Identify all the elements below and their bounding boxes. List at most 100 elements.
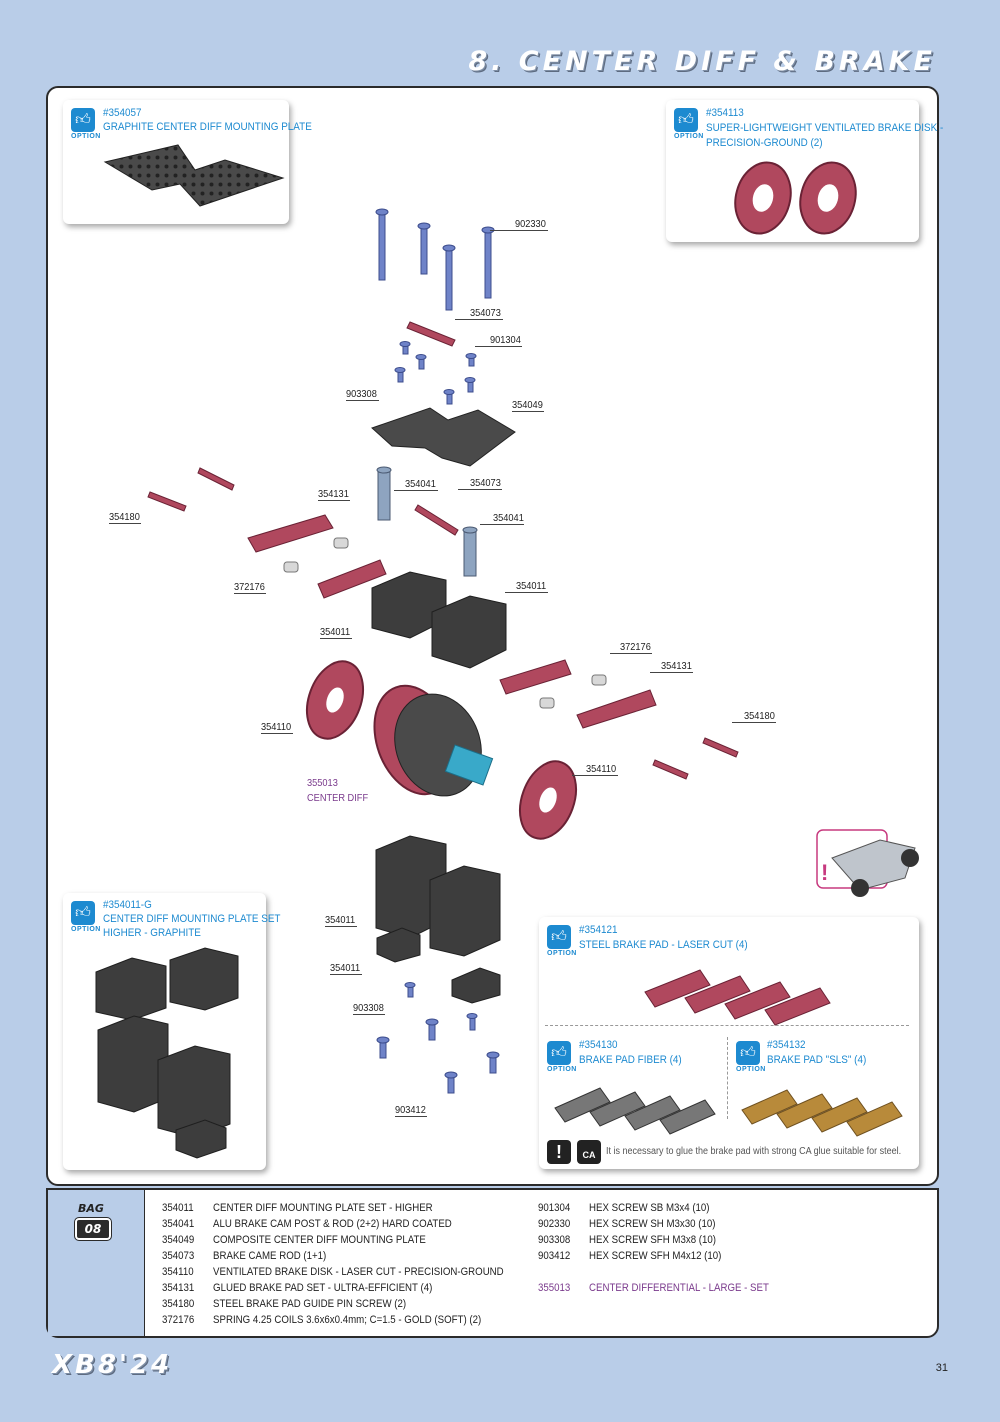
option-description: SUPER-LIGHTWEIGHT VENTILATED BRAKE DISK … bbox=[706, 122, 944, 134]
callout-372176: 372176 bbox=[234, 581, 265, 593]
brake-pads-left bbox=[247, 514, 387, 599]
leader-line bbox=[458, 489, 502, 490]
page-title: 8. CENTER DIFF & BRAKE bbox=[468, 46, 936, 77]
option-badge: 👍︎ OPTION bbox=[674, 108, 704, 144]
callout-372176-b: 372176 bbox=[620, 641, 651, 653]
divider bbox=[144, 1190, 145, 1336]
bag-label: BAG bbox=[78, 1202, 104, 1215]
guide-pins-right bbox=[652, 737, 739, 780]
option-part-number: #354130 bbox=[579, 1039, 618, 1051]
option-part-number: #354113 bbox=[706, 107, 744, 119]
option-description: BRAKE PAD FIBER (4) bbox=[579, 1054, 682, 1066]
brake-disks bbox=[305, 660, 578, 840]
sls-brake-pads-drawing bbox=[741, 1089, 903, 1137]
xb8-logo: XB8'24 bbox=[52, 1350, 173, 1380]
option-box-354113: 👍︎ OPTION #354113 SUPER-LIGHTWEIGHT VENT… bbox=[666, 100, 943, 242]
leader-line bbox=[572, 775, 618, 776]
callout-354011: 354011 bbox=[516, 580, 547, 592]
option-description: STEEL BRAKE PAD - LASER CUT (4) bbox=[579, 939, 748, 951]
callout-354041-b: 354041 bbox=[493, 512, 524, 524]
callout-354180: 354180 bbox=[109, 511, 140, 523]
leader-line bbox=[512, 411, 544, 412]
callout-354041: 354041 bbox=[405, 478, 436, 490]
brake-cam-posts-drawing bbox=[376, 466, 478, 577]
callout-354180-b: 354180 bbox=[744, 710, 775, 722]
callout-354073: 354073 bbox=[470, 307, 501, 319]
leader-line bbox=[505, 592, 548, 593]
callout-354049: 354049 bbox=[512, 399, 543, 411]
leader-line bbox=[318, 500, 350, 501]
graphite-plate-drawing bbox=[103, 144, 285, 207]
callout-center-diff: CENTER DIFF bbox=[307, 792, 369, 804]
leader-line bbox=[109, 523, 141, 524]
thumbs-up-icon: 👍︎ bbox=[547, 1041, 571, 1065]
mounting-plates-lower bbox=[375, 835, 501, 1004]
leader-line bbox=[395, 1116, 427, 1117]
callout-354011-c: 354011 bbox=[325, 914, 356, 926]
ventilated-brake-disk-drawing bbox=[734, 161, 857, 235]
separator-line bbox=[545, 1025, 909, 1026]
thumbs-up-icon: 👍︎ bbox=[71, 108, 95, 132]
springs-right bbox=[539, 674, 607, 709]
spacer bbox=[538, 1264, 769, 1280]
thumbs-up-icon: 👍︎ bbox=[71, 901, 95, 925]
option-badge: 👍︎ OPTION bbox=[736, 1041, 766, 1077]
graphite-mounting-plates-drawing bbox=[95, 947, 239, 1159]
composite-mounting-plate-drawing bbox=[371, 407, 516, 467]
leader-line bbox=[650, 672, 693, 673]
callout-354131-b: 354131 bbox=[661, 660, 692, 672]
callout-903308-b: 903308 bbox=[353, 1002, 384, 1014]
warning-icon: ! bbox=[547, 1140, 571, 1164]
option-badge: 👍︎ OPTION bbox=[71, 901, 101, 937]
option-part-number: #354057 bbox=[103, 107, 142, 119]
springs-left bbox=[283, 537, 349, 573]
ca-glue-icon: CA bbox=[577, 1140, 601, 1164]
mounting-plates-upper bbox=[371, 571, 507, 669]
leader-line bbox=[610, 653, 652, 654]
leader-line bbox=[330, 974, 362, 975]
small-screws bbox=[394, 341, 477, 405]
fiber-brake-pads-drawing bbox=[554, 1087, 716, 1135]
bag-number: 08 bbox=[74, 1217, 112, 1241]
callout-354011-d: 354011 bbox=[330, 962, 361, 974]
leader-line bbox=[490, 230, 548, 231]
option-description: PRECISION-GROUND (2) bbox=[706, 137, 823, 149]
callout-354110: 354110 bbox=[261, 721, 292, 733]
brake-cam-rod-drawing bbox=[406, 321, 456, 347]
leader-line bbox=[455, 319, 503, 320]
brake-pads-right bbox=[499, 659, 657, 729]
brake-cam-rod-drawing-2 bbox=[414, 504, 459, 536]
callout-903308: 903308 bbox=[346, 388, 377, 400]
callout-355013: 355013 bbox=[307, 777, 338, 789]
leader-line bbox=[475, 346, 522, 347]
page-number: 31 bbox=[935, 1362, 948, 1374]
option-description: BRAKE PAD "SLS" (4) bbox=[767, 1054, 867, 1066]
thumbs-up-icon: 👍︎ bbox=[736, 1041, 760, 1065]
bag-column: BAG 08 bbox=[48, 1190, 144, 1336]
leader-line bbox=[732, 722, 776, 723]
separator-line bbox=[727, 1037, 728, 1119]
car-reference-thumbnail: ! bbox=[816, 829, 919, 897]
thumbs-up-icon: 👍︎ bbox=[674, 108, 698, 132]
option-badge: 👍︎ OPTION bbox=[71, 108, 101, 144]
option-badge: 👍︎ OPTION bbox=[547, 925, 577, 961]
option-part-number: #354132 bbox=[767, 1039, 806, 1051]
steel-brake-pads-drawing bbox=[644, 969, 831, 1026]
leader-line bbox=[353, 1014, 385, 1015]
callout-354110-b: 354110 bbox=[586, 763, 617, 775]
leader-line bbox=[320, 638, 352, 639]
leader-line bbox=[261, 733, 293, 734]
warning-icon: ! bbox=[821, 860, 828, 885]
